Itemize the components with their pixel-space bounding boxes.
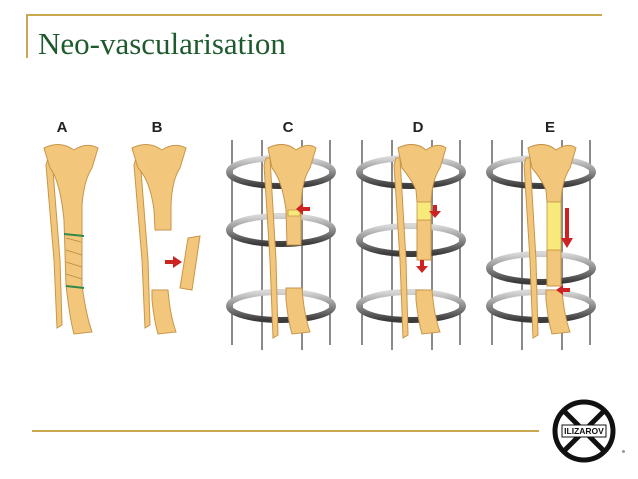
ilizarov-logo-icon: ILIZAROV [552, 399, 616, 463]
panel-c-frame [226, 140, 336, 350]
slide-dot [622, 450, 625, 453]
panel-label-b: B [152, 119, 163, 136]
tibia-b-upper [131, 144, 187, 231]
panel-label-d: D [413, 119, 424, 136]
panel-label-c: C [283, 119, 294, 136]
title-accent-line [26, 14, 28, 58]
excised-segment [179, 235, 201, 291]
red-arrow-down-long-icon [561, 208, 573, 248]
panel-a-bones [43, 144, 99, 335]
bottom-rule [32, 430, 539, 432]
red-arrow-down-icon-2 [416, 260, 428, 273]
fibula-b [133, 157, 151, 329]
tibia-b-lower [151, 289, 177, 335]
panel-b-bones [131, 144, 201, 335]
fibula-a [45, 157, 63, 329]
bone-transport-figure: A B C D E [43, 119, 596, 350]
red-arrow-down-icon [429, 205, 441, 218]
top-rule [26, 14, 602, 16]
red-arrow-left-small-icon [556, 285, 570, 295]
panel-d-frame [356, 140, 466, 350]
logo-text: ILIZAROV [564, 426, 604, 436]
panel-e-frame [486, 140, 596, 350]
panel-label-a: A [57, 119, 68, 136]
red-arrow-right-icon [165, 256, 182, 268]
panel-label-e: E [545, 119, 555, 136]
slide-title: Neo-vascularisation [38, 26, 286, 61]
red-arrow-left-icon [296, 203, 310, 215]
